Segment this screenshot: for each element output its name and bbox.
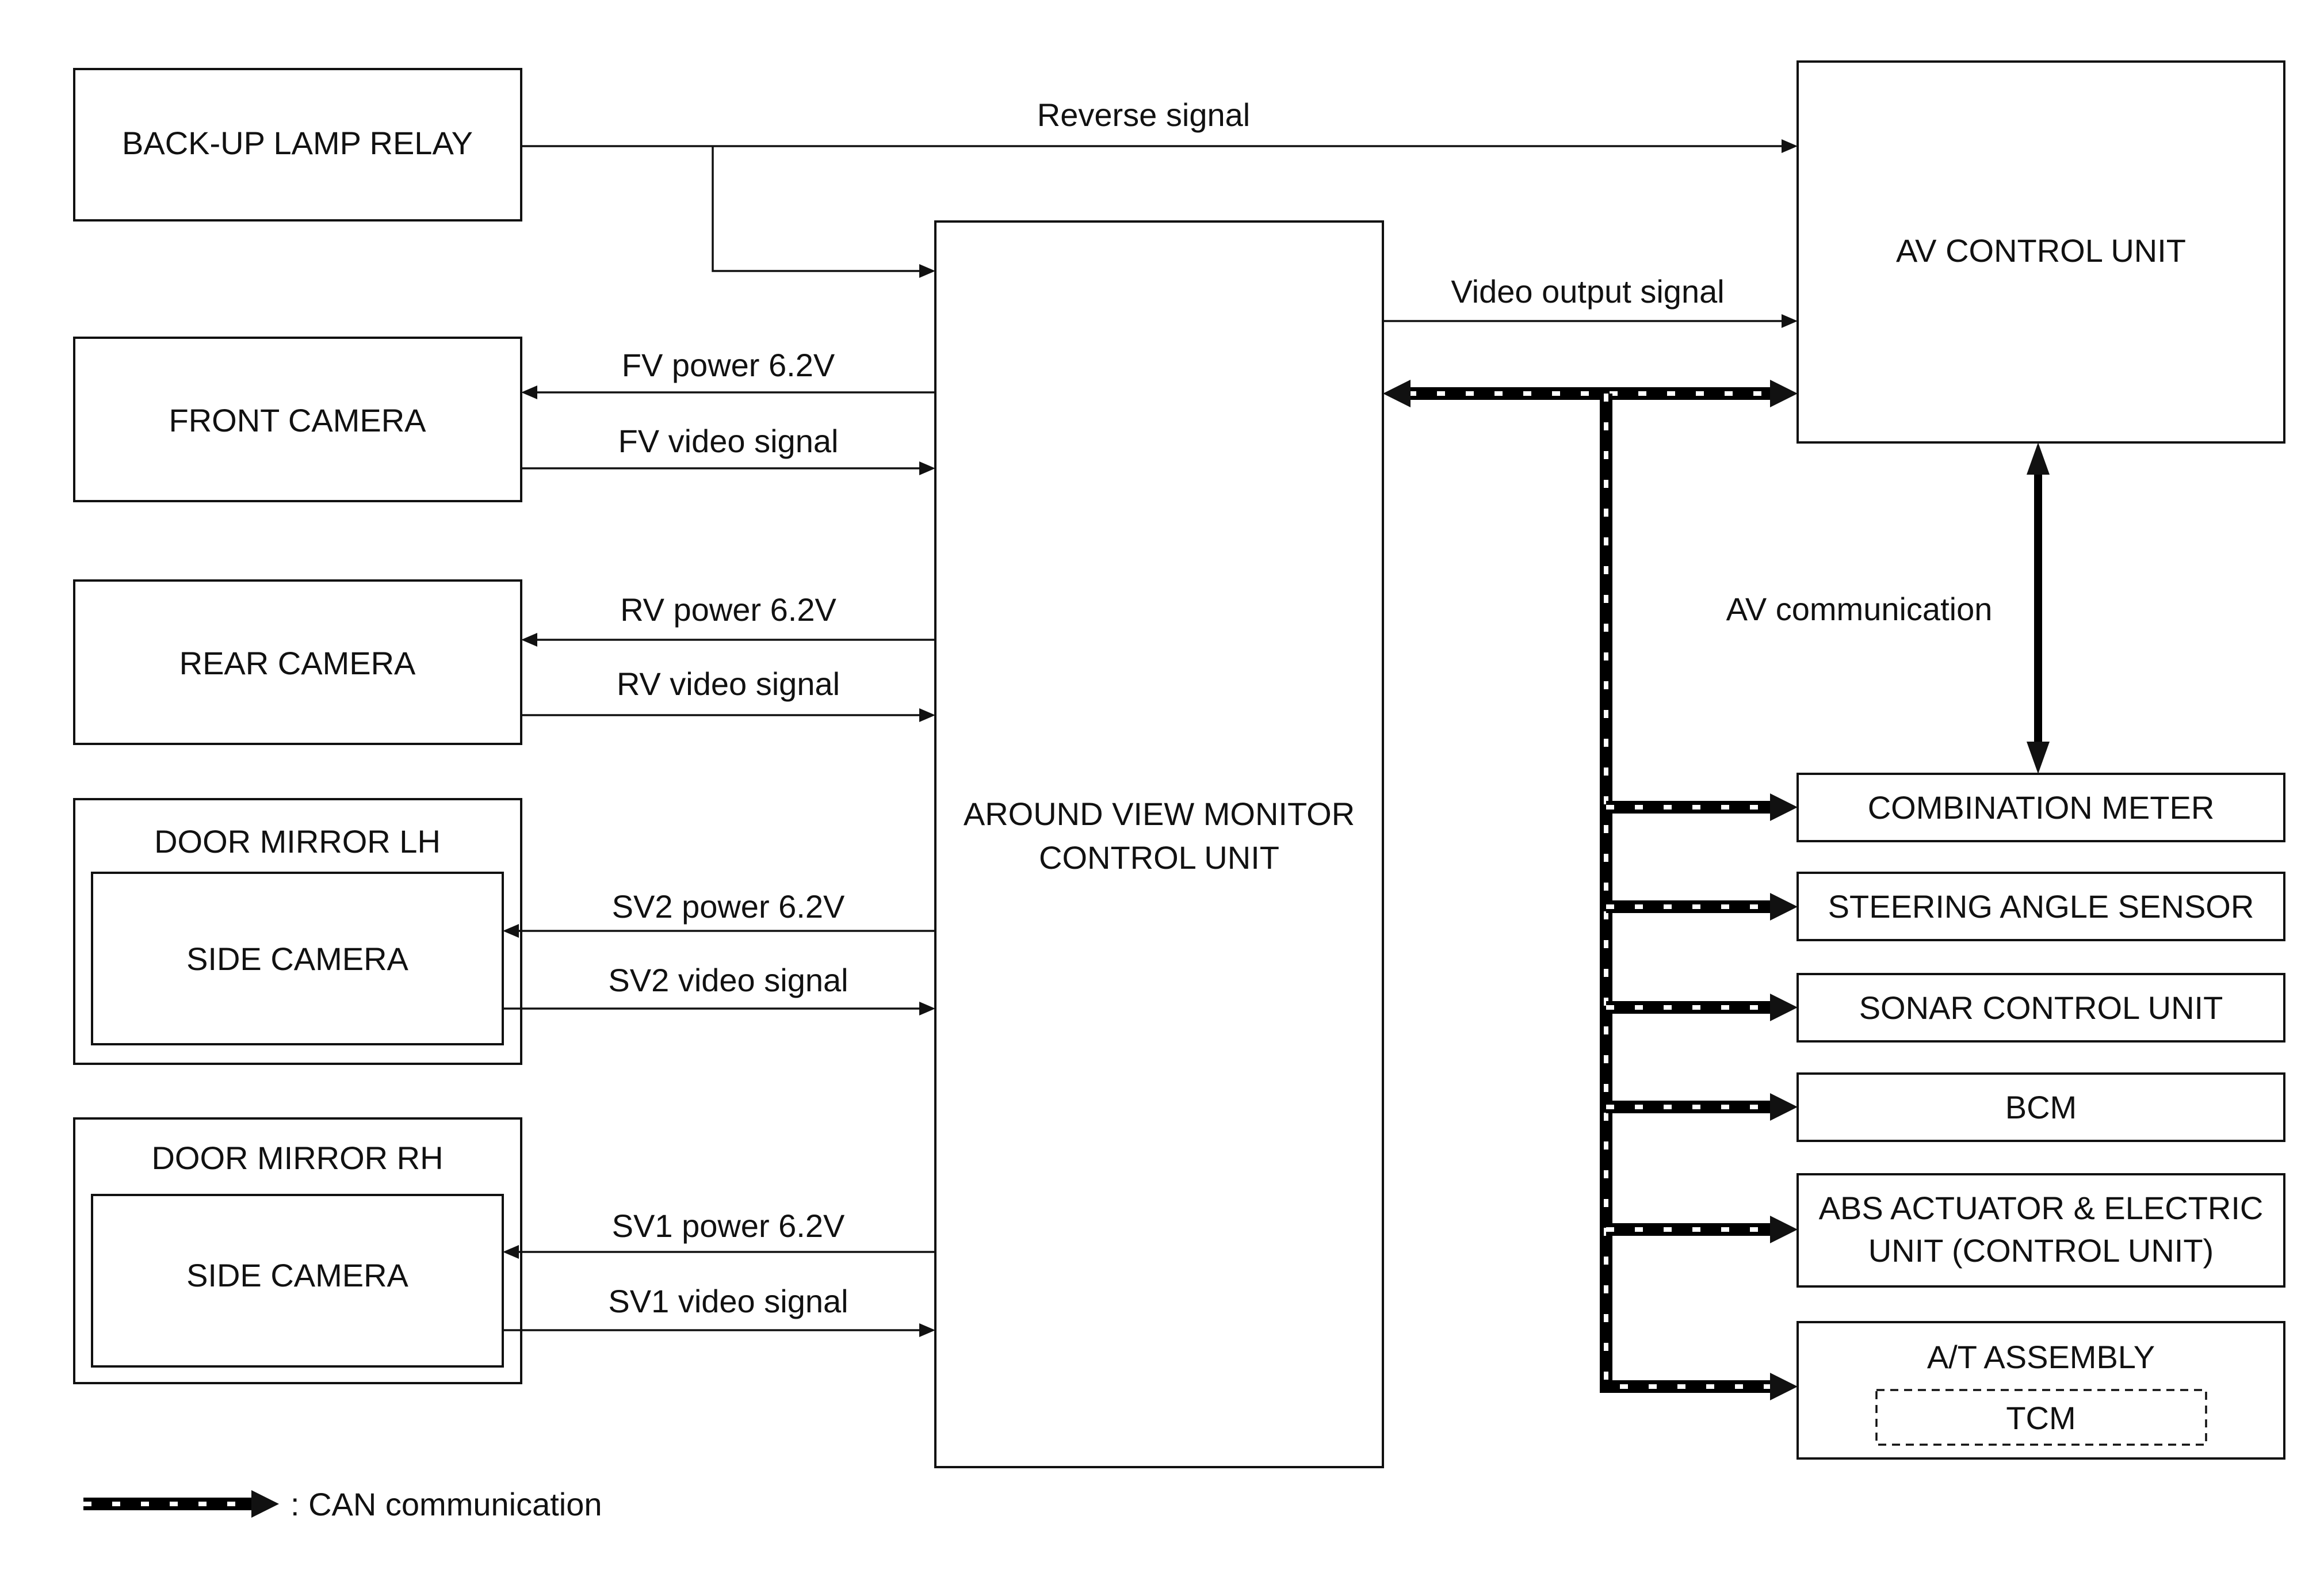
abs-actuator-box	[1796, 1173, 2285, 1288]
bcm-label: BCM	[2005, 1089, 2077, 1125]
can-bus	[1408, 387, 1772, 1393]
around-view-monitor-control-unit-box	[934, 220, 1384, 1468]
can-arrowhead-avm	[1383, 380, 1411, 407]
av-communication-arrowhead-down	[2027, 742, 2050, 774]
sv2-video-arrowhead	[919, 1002, 935, 1015]
fv-video-label: FV video signal	[618, 423, 839, 459]
rv-power-arrowhead	[521, 633, 537, 647]
sv2-video-label: SV2 video signal	[608, 962, 848, 998]
reverse-signal-label: Reverse signal	[1037, 97, 1250, 133]
door-mirror-rh-label: DOOR MIRROR RH	[151, 1140, 443, 1176]
sv1-video-arrowhead	[919, 1323, 935, 1337]
av-communication-arrowhead-up	[2027, 442, 2050, 475]
tcm-label: TCM	[2006, 1400, 2075, 1436]
backup-lamp-relay-box	[73, 68, 522, 222]
av-communication-label: AV communication	[1726, 591, 1993, 627]
sv1-power-label: SV1 power 6.2V	[612, 1208, 845, 1244]
combination-meter-label: COMBINATION METER	[1868, 789, 2215, 826]
side-camera-lh-label: SIDE CAMERA	[186, 941, 408, 977]
side-camera-lh-box	[91, 872, 504, 1045]
front-camera-label: FRONT CAMERA	[169, 402, 427, 438]
can-arrowhead-bcm	[1770, 1093, 1798, 1121]
av-control-unit-box	[1796, 60, 2285, 444]
sv2-power-label: SV2 power 6.2V	[612, 888, 845, 925]
backup-lamp-relay-label: BACK-UP LAMP RELAY	[122, 125, 473, 161]
abs-actuator-label-line1: ABS ACTUATOR & ELECTRIC	[1819, 1190, 2264, 1226]
reverse-branch-line	[712, 146, 920, 272]
sv1-power-arrowhead	[503, 1245, 519, 1259]
can-arrowhead-abs	[1770, 1216, 1798, 1243]
fv-power-arrowhead	[521, 385, 537, 399]
can-arrowhead-sonar	[1770, 994, 1798, 1021]
sonar-control-unit-label: SONAR CONTROL UNIT	[1859, 990, 2223, 1026]
can-arrowhead-steering-angle-sensor	[1770, 893, 1798, 921]
video-output-label: Video output signal	[1451, 273, 1724, 310]
reverse-branch-arrowhead	[919, 264, 935, 278]
rv-video-arrowhead	[919, 708, 935, 722]
reverse-signal-arrowhead	[1782, 139, 1798, 153]
avm-label-line1: AROUND VIEW MONITOR	[964, 796, 1355, 832]
side-camera-rh-box	[91, 1194, 504, 1368]
legend-can-label: : CAN communication	[290, 1486, 602, 1522]
can-arrowhead-at-assembly	[1770, 1373, 1798, 1400]
av-control-unit-label: AV CONTROL UNIT	[1896, 232, 2186, 269]
abs-actuator-label-line2: UNIT (CONTROL UNIT)	[1868, 1232, 2214, 1269]
door-mirror-lh-label: DOOR MIRROR LH	[154, 823, 441, 860]
rv-power-label: RV power 6.2V	[620, 591, 836, 628]
sonar-control-unit-box	[1796, 973, 2285, 1043]
can-arrowhead-combination-meter	[1770, 793, 1798, 821]
rv-video-label: RV video signal	[617, 666, 840, 702]
avm-label-line2: CONTROL UNIT	[1039, 839, 1279, 876]
steering-angle-sensor-box	[1796, 872, 2285, 941]
rear-camera-label: REAR CAMERA	[179, 645, 416, 681]
fv-power-label: FV power 6.2V	[622, 347, 835, 383]
rear-camera-box	[73, 579, 522, 745]
bcm-box	[1796, 1072, 2285, 1142]
fv-video-arrowhead	[919, 461, 935, 475]
at-assembly-label: A/T ASSEMBLY	[1927, 1339, 2155, 1375]
can-arrowhead-av-control-unit	[1770, 380, 1798, 407]
sv1-video-label: SV1 video signal	[608, 1283, 848, 1319]
combination-meter-box	[1796, 773, 2285, 842]
sv2-power-arrowhead	[503, 924, 519, 938]
video-output-arrowhead	[1782, 314, 1798, 328]
legend-can-symbol	[83, 1490, 279, 1518]
side-camera-rh-label: SIDE CAMERA	[186, 1257, 408, 1293]
front-camera-box	[73, 337, 522, 502]
steering-angle-sensor-label: STEERING ANGLE SENSOR	[1828, 888, 2254, 925]
